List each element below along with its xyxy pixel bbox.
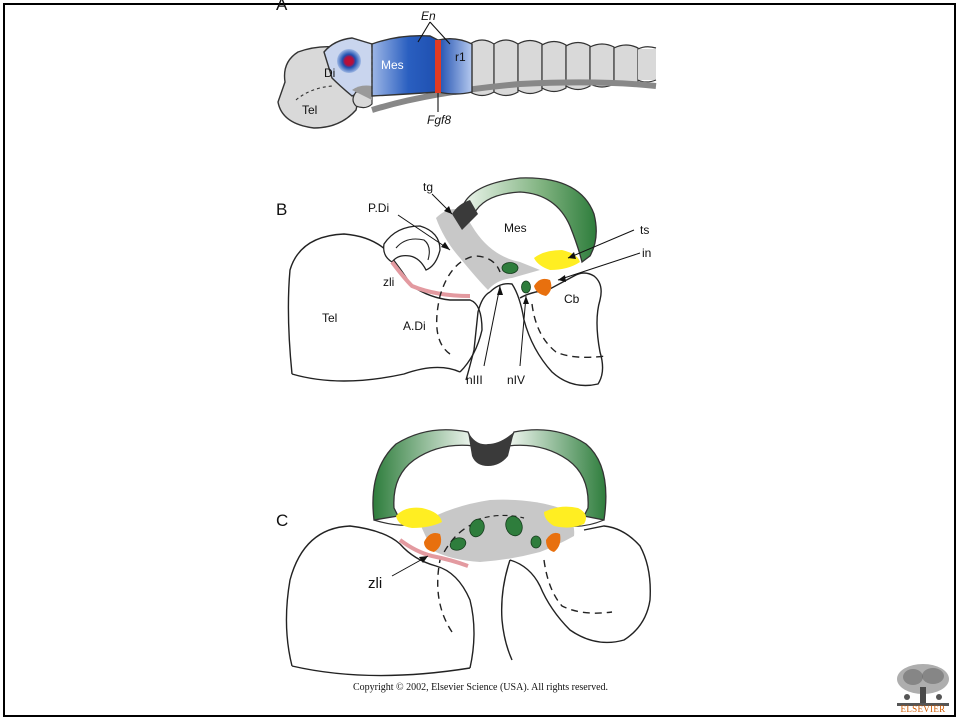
dashed-contour-hindbrain <box>532 304 606 357</box>
label-zli-c: zli <box>368 575 382 592</box>
label-tel-b: Tel <box>322 311 337 325</box>
midline-outline-c <box>502 560 512 660</box>
panel-b-letter: B <box>276 200 287 219</box>
label-fgf8: Fgf8 <box>427 113 451 127</box>
panel-a: A En Di Me <box>276 0 656 128</box>
panel-c-letter: C <box>276 511 288 530</box>
arrowhead-niv <box>523 296 529 304</box>
label-di: Di <box>324 66 335 80</box>
copyright-text: Copyright © 2002, Elsevier Science (USA)… <box>0 682 961 693</box>
label-zli-b: zli <box>383 275 394 289</box>
panel-c: C zli <box>276 430 650 676</box>
arrowhead-niii <box>497 286 503 295</box>
rhombomere-1 <box>438 39 472 94</box>
label-tg: tg <box>423 180 433 194</box>
ventral-midbrain-outline <box>466 292 490 380</box>
elsevier-logo-text: ELSEVIER <box>893 704 953 714</box>
dashed-contour-c-right <box>544 560 612 613</box>
niv-nucleus <box>522 281 531 293</box>
label-adi: A.Di <box>403 319 426 333</box>
label-niv: nIV <box>507 373 525 387</box>
tectum-left <box>373 430 474 520</box>
niii-nucleus-right <box>531 536 541 548</box>
tel-base-outline <box>292 367 460 381</box>
niii-nucleus <box>502 263 518 274</box>
label-tel-a: Tel <box>302 103 317 117</box>
left-base-outline-c <box>292 666 470 676</box>
label-mes-a: Mes <box>381 58 404 72</box>
panel-b-pointers <box>398 194 640 366</box>
arrowhead-in <box>558 275 566 282</box>
in-orange <box>534 279 551 296</box>
label-pdi: P.Di <box>368 201 389 215</box>
panel-b: B <box>276 178 651 387</box>
label-r1: r1 <box>455 50 466 64</box>
label-ts: ts <box>640 223 649 237</box>
tg-dark-region-c <box>468 432 514 466</box>
panel-a-letter: A <box>276 0 288 14</box>
label-mes-b: Mes <box>504 221 527 235</box>
fgf8-band <box>435 40 441 93</box>
label-niii: nIII <box>466 373 483 387</box>
di-expression-spot <box>337 49 361 73</box>
label-in: in <box>642 246 651 260</box>
label-cb: Cb <box>564 292 580 306</box>
floor-region-c <box>420 500 574 562</box>
label-en: En <box>421 9 436 23</box>
